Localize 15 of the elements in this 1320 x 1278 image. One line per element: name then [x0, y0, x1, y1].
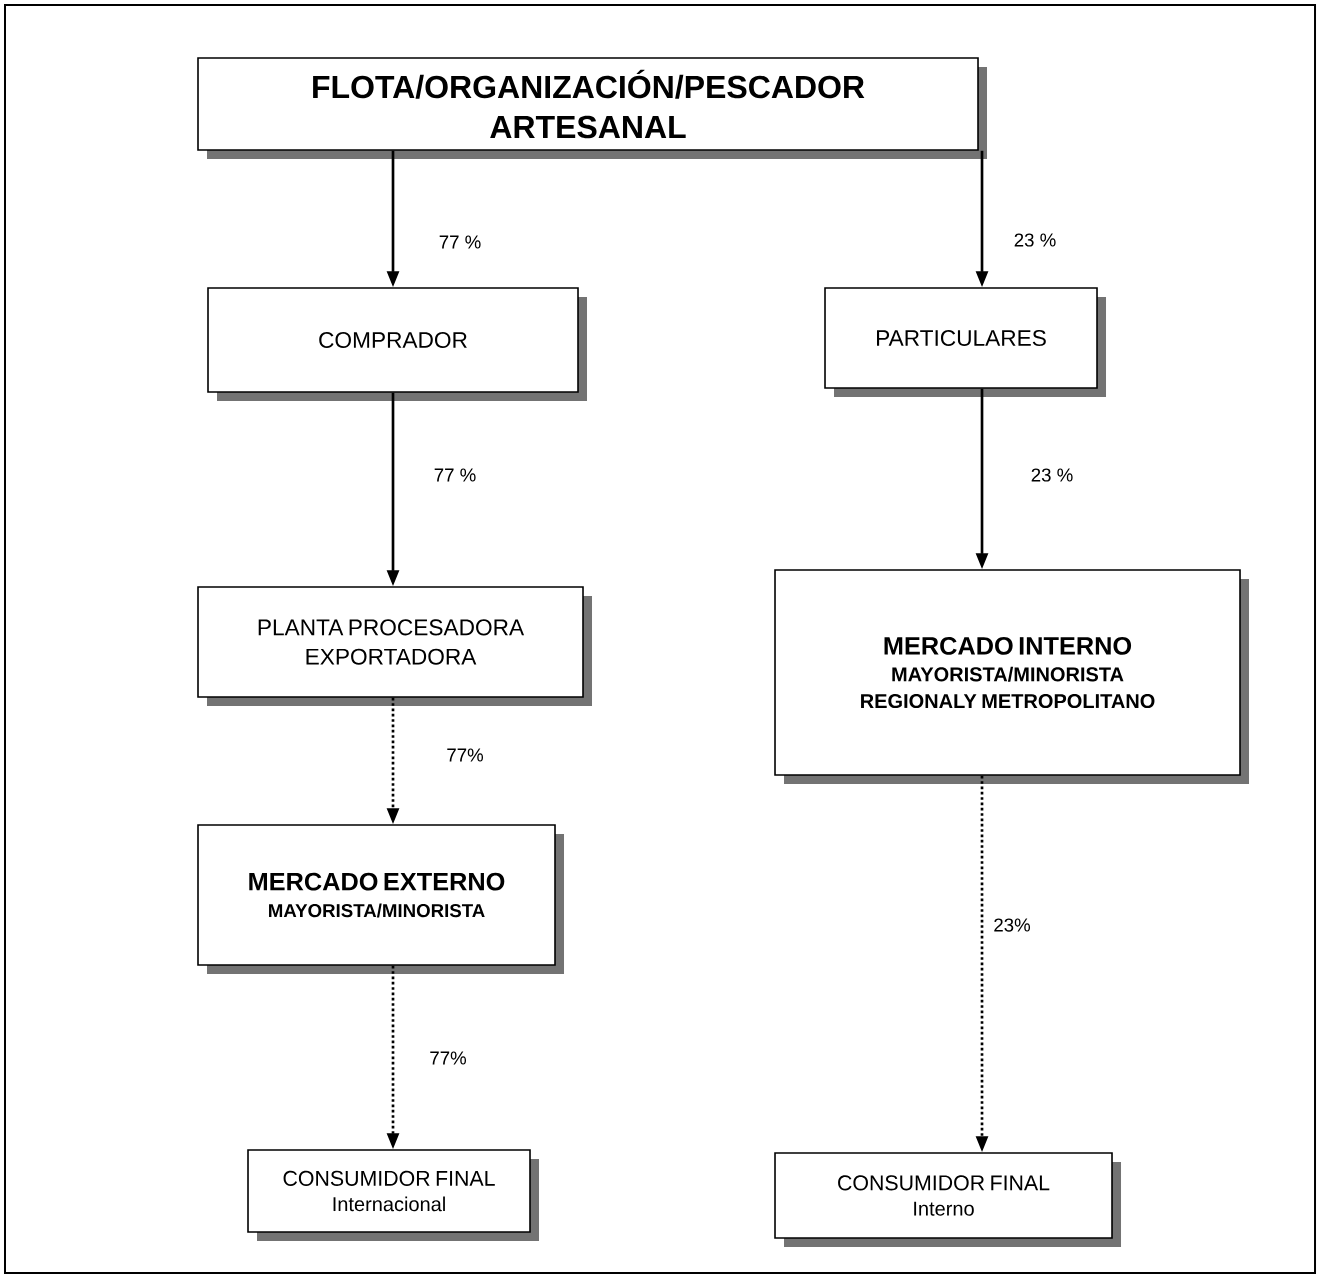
- market-box: MERCADO INTERNO MAYORISTA/MINORISTA REGIONALY METROPOLITANO: [774, 569, 1249, 784]
- edge-label: 23%: [992, 917, 1033, 933]
- process-box: PARTICULARES: [824, 287, 1106, 397]
- edge-label: 77%: [428, 1050, 468, 1066]
- edge-label: 77%: [445, 747, 485, 763]
- edge-label: 77 %: [437, 234, 483, 250]
- edge-label: 23 %: [1012, 232, 1058, 248]
- market-box: MERCADO EXTERNO MAYORISTA/MINORISTA: [197, 824, 564, 974]
- edge-label: 23 %: [1029, 467, 1075, 483]
- process-box: PLANTA PROCESADORA EXPORTADORA: [197, 586, 592, 706]
- process-box: COMPRADOR: [207, 287, 587, 401]
- source-box: FLOTA/ORGANIZACIÓN/PESCADOR ARTESANAL: [197, 57, 987, 159]
- process-box: CONSUMIDOR FINAL Internacional: [247, 1149, 539, 1241]
- process-box: CONSUMIDOR FINAL Interno: [774, 1152, 1121, 1247]
- edge-label: 77 %: [432, 467, 478, 483]
